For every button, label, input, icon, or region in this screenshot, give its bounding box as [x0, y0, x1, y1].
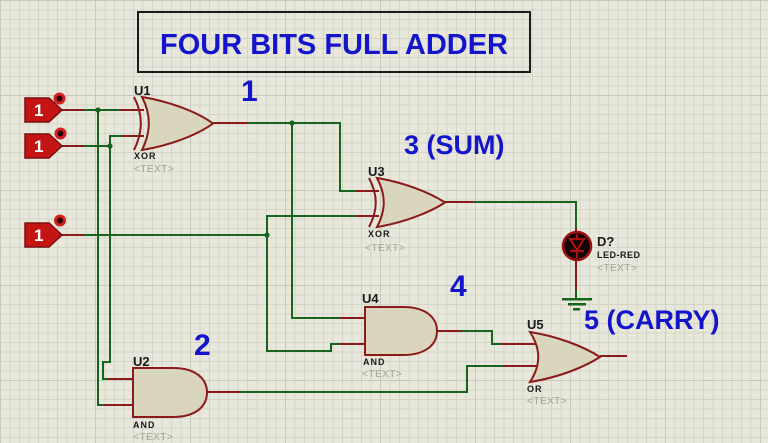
xor-back-arc[interactable] — [368, 177, 377, 228]
gate-u5-or[interactable]: U5 OR <TEXT> — [527, 317, 602, 407]
junction-dot — [264, 232, 270, 238]
logicstate-input-c[interactable]: 1 — [24, 214, 66, 248]
logicstate-value: 1 — [34, 101, 43, 120]
led-model: LED-RED — [597, 250, 641, 260]
gate-u1-xor[interactable]: U1 XOR <TEXT> — [133, 83, 215, 175]
annotation-1: 1 — [241, 75, 258, 108]
gate-text-placeholder: <TEXT> — [527, 396, 567, 407]
pin-stub-layer — [62, 109, 627, 406]
wire-a-branch-to-u2[interactable] — [97, 110, 104, 406]
logicstate-input-b[interactable]: 1 — [24, 127, 67, 159]
xor-back-arc[interactable] — [133, 96, 142, 151]
title-box-border — [137, 11, 531, 73]
wire-b-branch-to-u2[interactable] — [102, 146, 111, 380]
led-ref: D? — [597, 234, 614, 249]
annotation-5-carry: 5 (CARRY) — [584, 305, 720, 335]
annotation-2: 2 — [194, 329, 211, 362]
gate-u2-and[interactable]: U2 AND <TEXT> — [132, 354, 209, 443]
annotation-4: 4 — [450, 270, 467, 303]
led-text-placeholder: <TEXT> — [597, 263, 637, 274]
gate-type-label: AND — [363, 357, 386, 367]
wire-c-to-u4[interactable] — [266, 235, 340, 352]
junction-dots — [95, 107, 295, 238]
wire-u1out-to-u3[interactable] — [247, 122, 355, 192]
logicstate-indicator[interactable] — [54, 214, 66, 227]
gate-ref: U1 — [134, 83, 151, 98]
gate-ref: U4 — [362, 291, 379, 306]
logicstate-indicator[interactable] — [54, 127, 67, 140]
wire-u3out-to-led[interactable] — [473, 201, 577, 228]
wire-b-to-u1[interactable] — [84, 135, 122, 147]
wire-u4out-to-u5[interactable] — [462, 330, 502, 345]
gate-ref: U5 — [527, 317, 544, 332]
logicstate-value: 1 — [34, 226, 43, 245]
led-d1[interactable]: D? LED-RED <TEXT> — [561, 230, 641, 274]
gate-u3-xor[interactable]: U3 XOR <TEXT> — [365, 164, 447, 254]
gate-ref: U3 — [368, 164, 385, 179]
and-body[interactable] — [364, 306, 439, 356]
and-body[interactable] — [132, 367, 209, 418]
logicstate-value: 1 — [34, 137, 43, 156]
gate-type-label: XOR — [134, 151, 157, 161]
annotation-layer: 1 2 3 (SUM) 4 5 (CARRY) — [194, 75, 720, 362]
gate-text-placeholder: <TEXT> — [362, 369, 402, 380]
gate-text-placeholder: <TEXT> — [134, 164, 174, 175]
title-box: FOUR BITS FULL ADDER — [137, 11, 531, 73]
logicstate-indicator[interactable] — [53, 92, 66, 105]
wire-u2out-to-u5[interactable] — [240, 365, 503, 393]
wire-c-to-u3[interactable] — [266, 215, 355, 235]
junction-dot — [289, 120, 295, 126]
or-body[interactable] — [527, 330, 602, 384]
junction-dot — [107, 143, 113, 149]
page-title: FOUR BITS FULL ADDER — [160, 29, 508, 61]
ground-symbol[interactable] — [562, 297, 592, 311]
logicstate-body[interactable] — [24, 222, 64, 248]
gate-text-placeholder: <TEXT> — [365, 243, 405, 254]
gate-type-label: OR — [527, 384, 543, 394]
xor-body[interactable] — [140, 95, 215, 152]
gate-type-label: XOR — [368, 229, 391, 239]
gate-u4-and[interactable]: U4 AND <TEXT> — [362, 291, 439, 380]
wire-u1out-to-u4[interactable] — [291, 123, 340, 319]
wire-layer — [84, 109, 577, 406]
gate-type-label: AND — [133, 420, 156, 430]
gate-ref: U2 — [133, 354, 150, 369]
logicstate-body[interactable] — [24, 133, 64, 159]
annotation-3-sum: 3 (SUM) — [404, 130, 505, 160]
logicstate-input-a[interactable]: 1 — [24, 92, 66, 123]
gate-text-placeholder: <TEXT> — [133, 432, 173, 443]
logicstate-body[interactable] — [24, 97, 64, 123]
xor-body[interactable] — [375, 176, 447, 229]
junction-dot — [95, 107, 101, 113]
